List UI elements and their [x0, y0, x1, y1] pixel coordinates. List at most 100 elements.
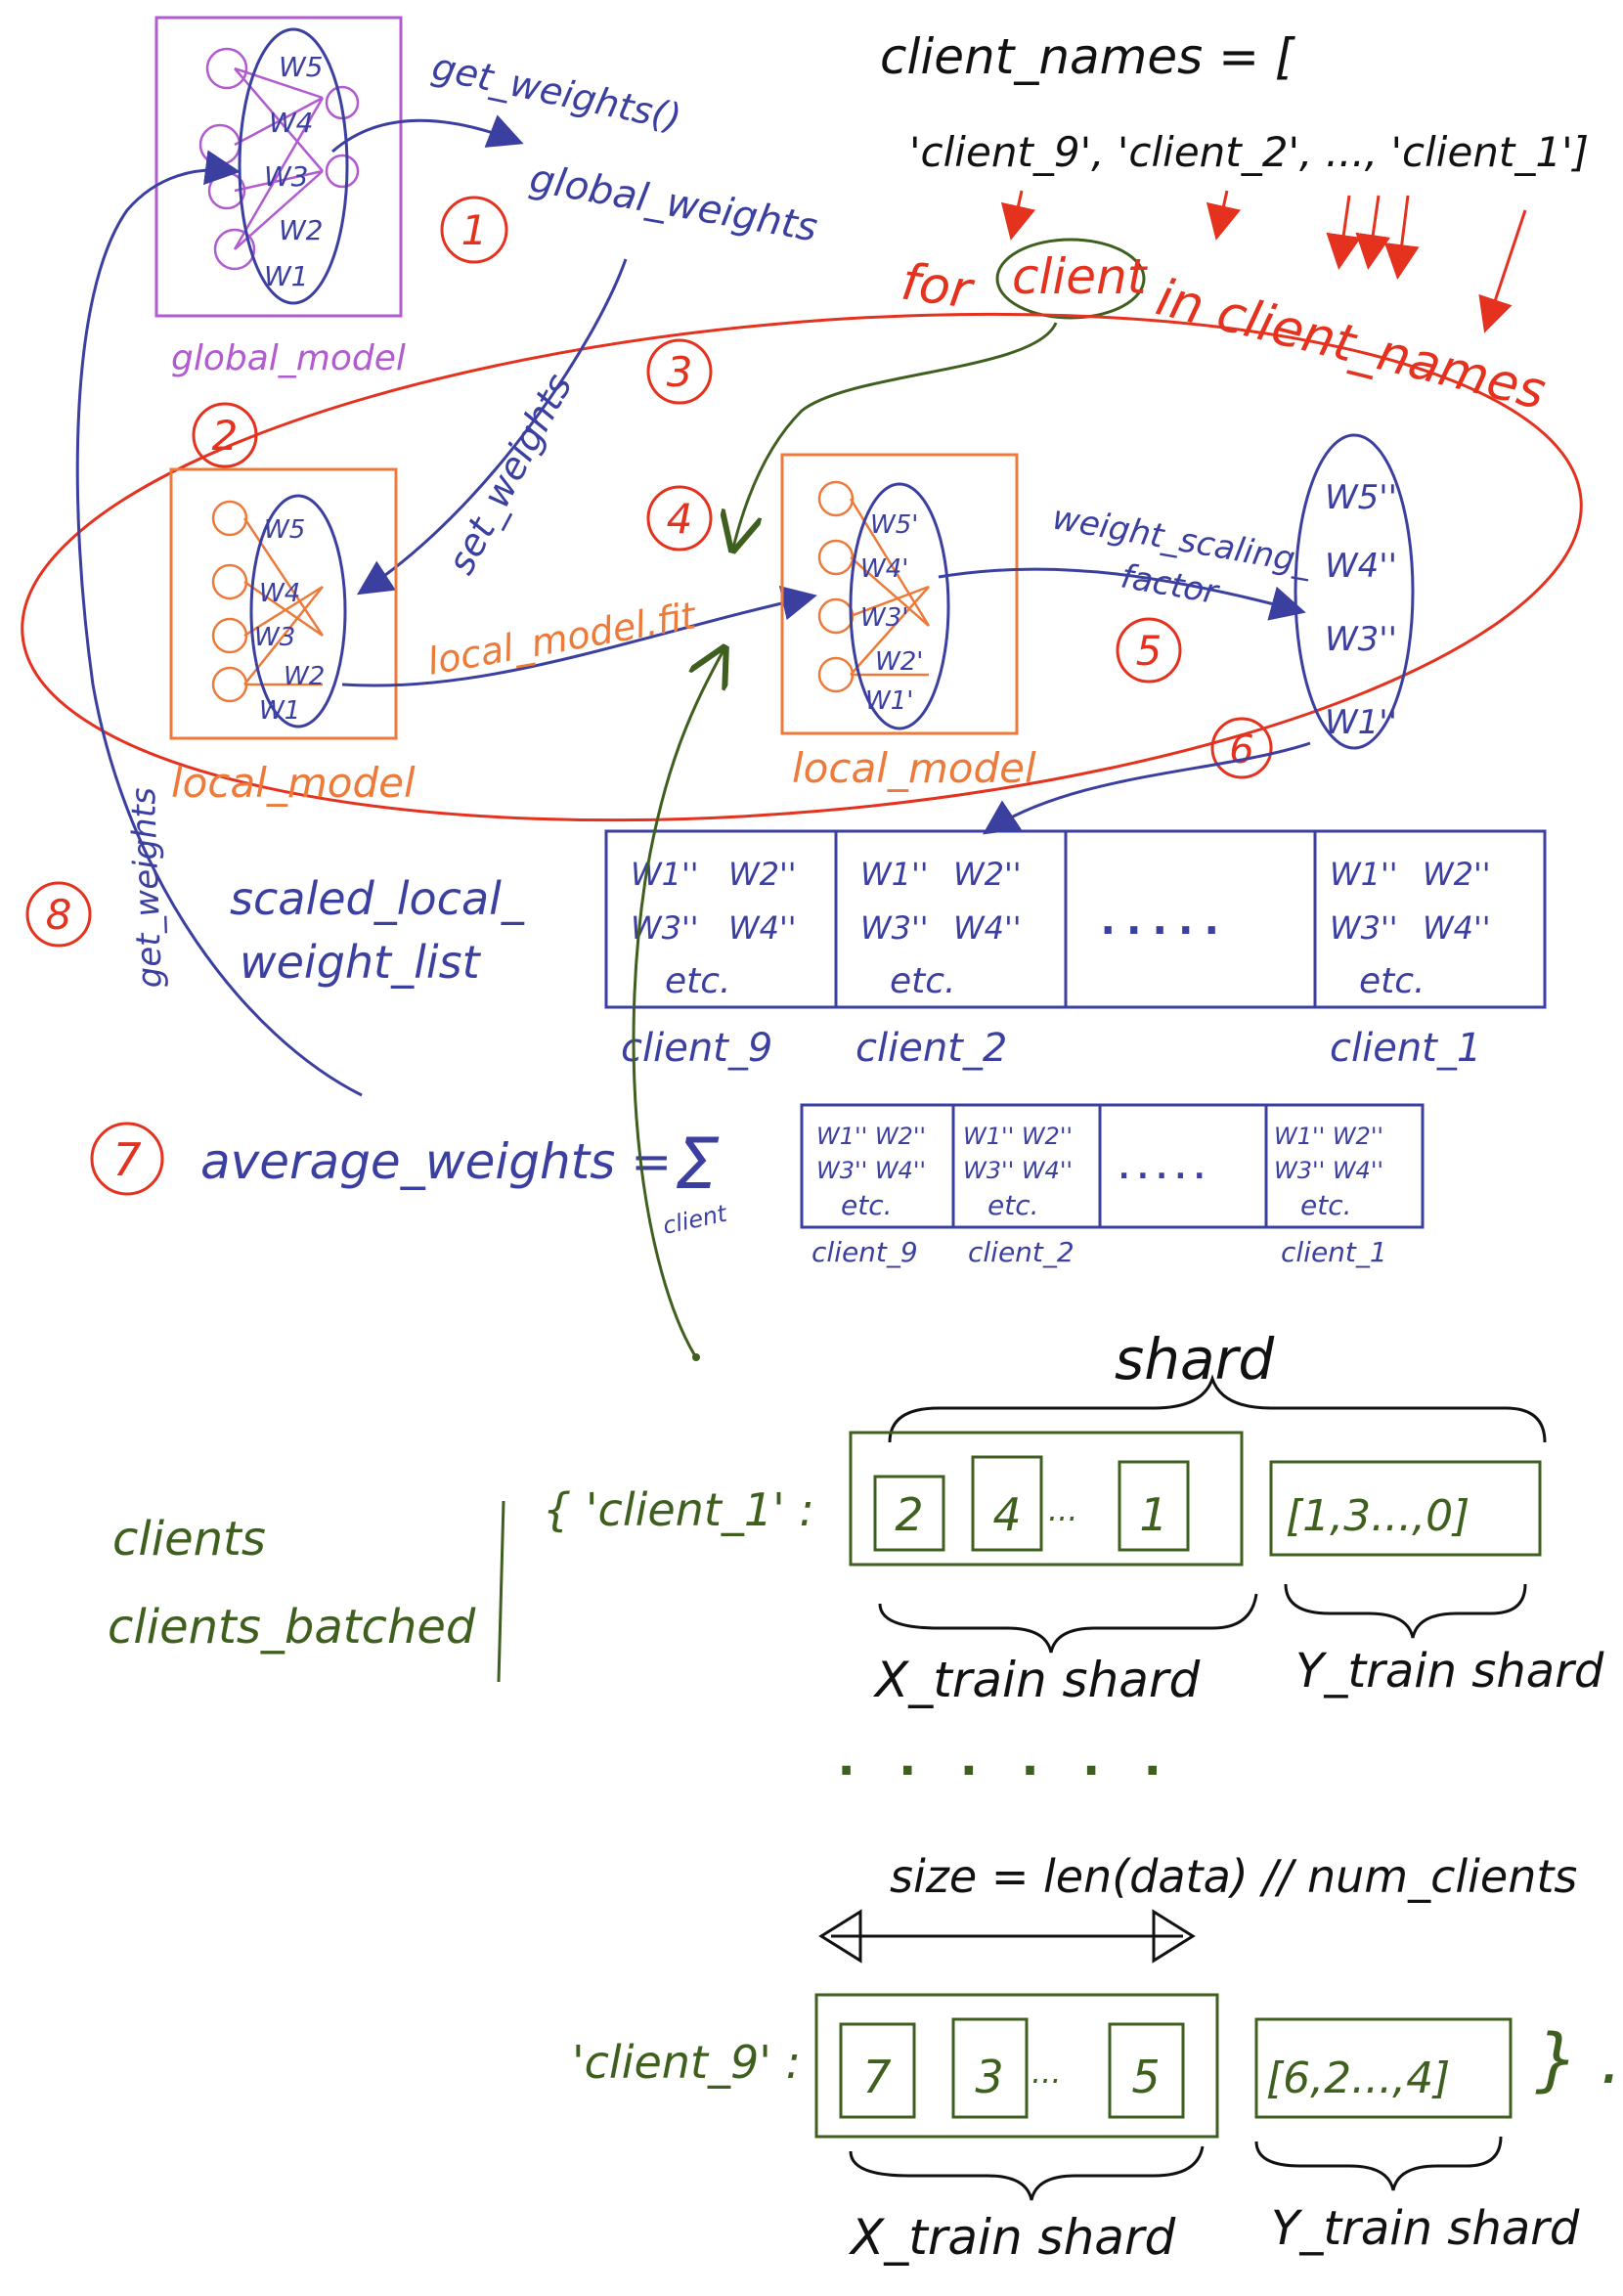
x-train-shard-9: X_train shard — [848, 2209, 1175, 2266]
step-7-circle — [90, 1122, 164, 1196]
step-1-number: 1 — [461, 206, 488, 254]
for-keyword: for — [898, 252, 979, 321]
scaled-list-label-line2: weight_list — [240, 936, 482, 989]
x-cell — [839, 2022, 916, 2119]
scaling-label-line2: factor — [1118, 556, 1222, 612]
avg-cell-r1: W1'' W2'' — [963, 1123, 1073, 1150]
scaled-list-label-line1: scaled_local_ — [230, 872, 525, 925]
global-model-box: W5 W4 W3 W2 W1 global_model — [154, 16, 406, 378]
closing-brace: } . — [1535, 2019, 1622, 2099]
cell-w2: W2'' — [953, 856, 1022, 893]
x-cell-value: 3 — [975, 2051, 1003, 2103]
avg-cell-r2: W3'' W4'' — [816, 1157, 926, 1184]
step-4-number: 4 — [667, 495, 693, 543]
local-right-w2: W2' — [875, 647, 923, 677]
x-train-brace-9 — [849, 2145, 1205, 2201]
scaled-weights-group: W5'' W4'' W3'' W1'' — [1294, 433, 1415, 750]
global-model-label: global_model — [171, 338, 406, 378]
global-weights-label: global_weights — [526, 156, 820, 251]
x-cell — [1118, 1460, 1190, 1552]
avg-client-2-label: client_2 — [968, 1236, 1075, 1268]
scaled-w5: W5'' — [1325, 478, 1397, 517]
local-right-w4: W4' — [860, 554, 908, 584]
local-right-w1: W1' — [865, 686, 913, 716]
avg-cell-r2: W3'' W4'' — [963, 1157, 1073, 1184]
scaled-list-dots: ..... — [1095, 895, 1224, 945]
avg-dots: ..... — [1115, 1149, 1208, 1186]
cell-w3: W3'' — [1330, 909, 1398, 947]
local-left-w3: W3 — [254, 623, 295, 652]
scaled-client-1-label: client_1 — [1330, 1026, 1481, 1071]
local-right-w5: W5' — [870, 510, 918, 540]
fit-arrow — [341, 585, 817, 687]
set-weights-arrow — [356, 258, 628, 596]
avg-cell-client-2: W1'' W2'' W3'' W4'' etc. — [963, 1123, 1073, 1221]
x-cell-value: 7 — [862, 2051, 891, 2103]
average-table: W1'' W2'' W3'' W4'' etc. W1'' W2'' W3'' … — [800, 1103, 1425, 1229]
y-train-brace-9 — [1254, 2136, 1503, 2191]
cell-w2: W2'' — [1423, 856, 1491, 893]
cell-w3: W3'' — [860, 909, 929, 947]
global-w2: W2 — [279, 214, 324, 246]
size-formula: size = len(data) // num_clients — [890, 1850, 1577, 1903]
client-word: client — [1012, 248, 1149, 305]
local-left-w2: W2 — [284, 662, 325, 691]
client-names-line1: client_names = [ — [880, 28, 1295, 85]
step-7-number: 7 — [112, 1133, 141, 1186]
average-weights-label: average_weights = — [200, 1133, 672, 1190]
local-model-fit-label: local_model.fit — [424, 594, 701, 684]
return-to-global-arrow — [75, 150, 363, 1097]
local-right-label: local_model — [792, 744, 1036, 792]
x-cell-value: 4 — [992, 1488, 1021, 1541]
client-9-key: 'client_9' : — [572, 2036, 801, 2089]
shard-brace — [888, 1374, 1547, 1443]
step-3-circle — [646, 338, 713, 405]
global-w1: W1 — [264, 260, 309, 292]
x-cell-value: 5 — [1131, 2051, 1160, 2103]
client-1-shard: 2 4 ... 1 [1,3...,0] — [849, 1431, 1542, 1567]
avg-cell-etc: etc. — [841, 1189, 893, 1221]
scaled-w4: W4'' — [1325, 547, 1397, 586]
global-w4: W4 — [269, 107, 314, 139]
avg-cell-client-9: W1'' W2'' W3'' W4'' etc. — [816, 1123, 926, 1221]
to-list-arrow — [983, 741, 1311, 835]
x-cell — [873, 1475, 945, 1552]
x-ellipsis: ... — [1031, 2053, 1062, 2091]
step-2-circle — [192, 402, 258, 468]
scaled-cell-client-1: W1'' W2'' W3'' W4'' etc. — [1330, 856, 1491, 1001]
vertical-divider — [497, 1500, 505, 1683]
y-train-shard-1: Y_train shard — [1295, 1644, 1604, 1699]
x-cell — [951, 2017, 1029, 2119]
step-2-number: 2 — [212, 412, 239, 460]
step-1-circle — [440, 196, 508, 264]
step-4-circle — [646, 485, 713, 552]
scaled-w3: W3'' — [1325, 620, 1397, 659]
avg-client-1-label: client_1 — [1281, 1236, 1387, 1268]
x-train-shard-1: X_train shard — [872, 1652, 1200, 1708]
y-train-brace-1 — [1284, 1583, 1527, 1639]
cell-w1: W1'' — [860, 856, 929, 893]
scaled-client-9-label: client_9 — [621, 1026, 772, 1071]
client-highlight-circle — [995, 238, 1146, 320]
client-names-line2: 'client_9', 'client_2', ..., 'client_1'] — [909, 128, 1589, 176]
x-cell — [1108, 2022, 1185, 2119]
local-model-right: W5' W4' W3' W2' W1' local_model — [780, 453, 1036, 792]
set-weights-label: set_weights — [439, 367, 580, 581]
step-5-number: 5 — [1136, 627, 1162, 675]
cell-etc: etc. — [1359, 961, 1426, 1001]
step-6-circle — [1210, 717, 1273, 779]
x-ellipsis: ... — [1048, 1491, 1078, 1528]
middle-dots: . . . . . . — [831, 1729, 1167, 1788]
x-cell-value: 1 — [1139, 1488, 1167, 1541]
sum-subscript: client — [660, 1199, 730, 1239]
size-arrow-right-head — [1152, 1909, 1196, 1964]
cell-w2: W2'' — [728, 856, 797, 893]
step-8-circle — [25, 881, 92, 948]
shard-label: shard — [1115, 1326, 1275, 1392]
step-8-number: 8 — [46, 891, 72, 939]
step-6-number: 6 — [1229, 728, 1253, 773]
avg-client-9-label: client_9 — [812, 1236, 918, 1268]
cell-w4: W4'' — [728, 909, 797, 947]
loop-ellipse — [21, 312, 1583, 822]
y-values: [6,2...,4] — [1266, 2053, 1450, 2103]
